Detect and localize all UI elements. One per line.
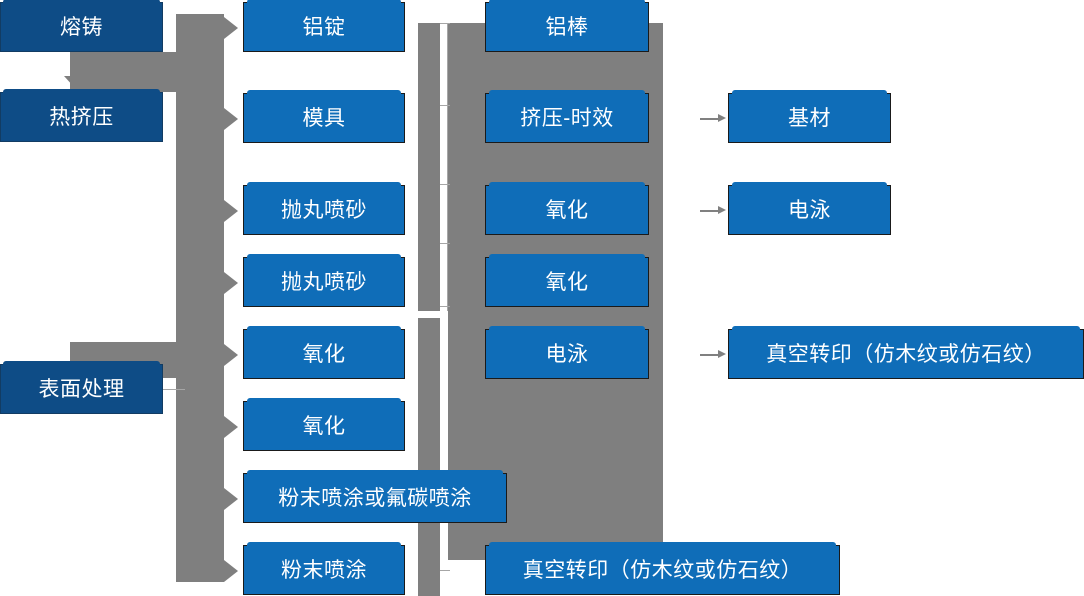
band-arrow-oxidation-2 — [224, 416, 238, 438]
proc-oxidation-2[interactable]: 氧化 — [243, 398, 405, 451]
out-electrophoresis[interactable]: 电泳 — [728, 182, 891, 235]
proc-aluminum-ingot[interactable]: 铝锭 — [243, 0, 405, 52]
proc-mold[interactable]: 模具 — [243, 90, 405, 143]
proc-vacuum-transfer-mid[interactable]: 真空转印（仿木纹或仿石纹） — [485, 542, 840, 595]
proc-extrude-aging[interactable]: 挤压-时效 — [485, 90, 649, 143]
proc-shot-blasting-2-label: 抛丸喷砂 — [281, 270, 367, 294]
stage-hot-extrude-label: 热挤压 — [49, 105, 114, 129]
proc-powder-or-pvdf[interactable]: 粉末喷涂或氟碳喷涂 — [243, 470, 507, 523]
tick-electro — [440, 306, 450, 307]
surface-connector-line — [163, 389, 185, 390]
proc-powder-coating[interactable]: 粉末喷涂 — [243, 542, 405, 595]
arrow-to-electrophoresis — [700, 206, 726, 215]
stage-melt-cast-label: 熔铸 — [60, 15, 103, 39]
stage-melt-cast[interactable]: 熔铸 — [0, 0, 163, 52]
tick-oxidation-4 — [440, 243, 450, 244]
tick-vacuum — [440, 570, 450, 571]
proc-oxidation-3-label: 氧化 — [545, 198, 589, 222]
proc-extrude-aging-label: 挤压-时效 — [520, 106, 614, 130]
proc-mold-label: 模具 — [302, 106, 346, 130]
proc-oxidation-4-label: 氧化 — [545, 270, 589, 294]
band-arrow-mold — [224, 108, 238, 130]
stage-surface-treatment[interactable]: 表面处理 — [0, 361, 163, 414]
proc-shot-blasting-1-label: 抛丸喷砂 — [281, 198, 367, 222]
out-base-material[interactable]: 基材 — [728, 90, 891, 143]
proc-shot-blasting-1[interactable]: 抛丸喷砂 — [243, 182, 405, 235]
band-arrow-shotblast-1 — [224, 200, 238, 222]
proc-oxidation-3[interactable]: 氧化 — [485, 182, 649, 235]
connector-band-left-main — [176, 14, 224, 582]
connector-bar-narrow-upper — [418, 23, 440, 311]
connector-band-left-top — [70, 52, 180, 92]
stage-surface-treatment-label: 表面处理 — [38, 377, 125, 401]
proc-shot-blasting-2[interactable]: 抛丸喷砂 — [243, 254, 405, 307]
proc-oxidation-1-label: 氧化 — [302, 342, 346, 366]
proc-powder-or-pvdf-label: 粉末喷涂或氟碳喷涂 — [278, 486, 472, 510]
proc-aluminum-bar-label: 铝棒 — [545, 15, 589, 39]
arrow-to-base-material — [700, 114, 726, 123]
band-arrow-shotblast-2 — [224, 272, 238, 294]
proc-oxidation-4[interactable]: 氧化 — [485, 254, 649, 307]
stage-hot-extrude[interactable]: 热挤压 — [0, 89, 163, 142]
proc-oxidation-1[interactable]: 氧化 — [243, 326, 405, 379]
tick-rail — [447, 23, 448, 311]
tick-ingot — [440, 23, 450, 24]
proc-vacuum-transfer-mid-label: 真空转印（仿木纹或仿石纹） — [522, 558, 803, 582]
band-down-arrow-icon — [64, 76, 84, 87]
proc-aluminum-ingot-label: 铝锭 — [302, 15, 346, 39]
proc-electrophoresis-label: 电泳 — [545, 342, 589, 366]
band-arrow-oxidation-1 — [224, 344, 238, 366]
out-electrophoresis-label: 电泳 — [788, 198, 831, 222]
proc-electrophoresis[interactable]: 电泳 — [485, 326, 649, 379]
out-base-material-label: 基材 — [788, 106, 831, 130]
proc-oxidation-2-label: 氧化 — [302, 414, 346, 438]
out-vacuum-transfer-label: 真空转印（仿木纹或仿石纹） — [766, 342, 1046, 366]
band-arrow-ingot — [224, 17, 238, 39]
out-vacuum-transfer[interactable]: 真空转印（仿木纹或仿石纹） — [728, 326, 1084, 379]
tick-mold — [440, 105, 450, 106]
band-arrow-powder-pvdf — [224, 488, 238, 510]
connector-bar-narrow-lower — [418, 318, 440, 596]
arrow-to-vacuum-transfer — [700, 350, 726, 359]
proc-powder-coating-label: 粉末喷涂 — [281, 558, 367, 582]
tick-oxidation-3 — [440, 184, 450, 185]
band-arrow-powder — [224, 560, 238, 582]
proc-aluminum-bar[interactable]: 铝棒 — [485, 0, 649, 52]
